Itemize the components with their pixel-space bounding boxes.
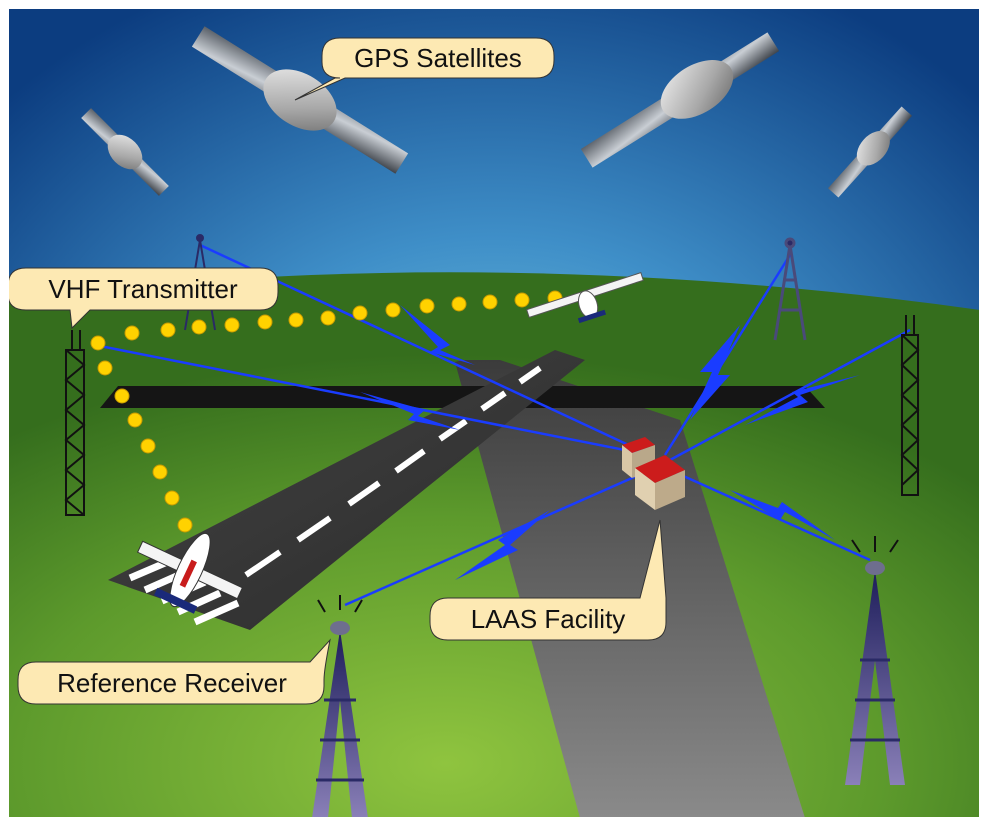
approach-dot [451, 296, 467, 312]
signal-links [94, 243, 911, 607]
signal-bolts [360, 305, 860, 580]
callout-reference-receiver-label: Reference Receiver [57, 668, 287, 698]
approach-dot [152, 464, 168, 480]
approach-dot [352, 305, 368, 321]
callout-reference-receiver: Reference Receiver [17, 638, 331, 705]
reference-receiver-tower [312, 595, 368, 818]
airplane-icon [526, 272, 644, 324]
satellite-icon [81, 108, 169, 196]
cross-runway [100, 386, 825, 408]
callout-vhf-transmitter-label: VHF Transmitter [48, 274, 238, 304]
approach-dot [114, 388, 130, 404]
approach-dot [419, 298, 435, 314]
approach-dot [257, 314, 273, 330]
approach-dot [224, 317, 240, 333]
callout-laas-facility: LAAS Facility [429, 519, 667, 641]
approach-dot [482, 294, 498, 310]
approach-dot [124, 325, 140, 341]
satellite-icon [580, 32, 780, 168]
taxiway [455, 360, 805, 818]
frame-border [7, 7, 981, 819]
approach-dot [160, 322, 176, 338]
building-icon [622, 437, 685, 510]
antenna-tower-icon [845, 536, 905, 785]
antenna-tower-icon [900, 315, 920, 496]
runway-centerline [244, 365, 542, 578]
approach-dot [90, 335, 106, 351]
approach-dot [127, 412, 143, 428]
callout-gps-satellites-label: GPS Satellites [354, 43, 522, 73]
vhf-transmitter-tower [64, 330, 86, 516]
approach-path [90, 290, 563, 533]
antenna-tower-icon [773, 237, 807, 341]
approach-dot [385, 302, 401, 318]
approach-dot [514, 292, 530, 308]
approach-dot [164, 490, 180, 506]
approach-dot [177, 517, 193, 533]
callout-laas-facility-label: LAAS Facility [471, 604, 626, 634]
approach-dot [191, 319, 207, 335]
approach-dot [140, 438, 156, 454]
approach-dot [320, 310, 336, 326]
approach-dot [288, 312, 304, 328]
airplane-icon [136, 532, 244, 614]
satellite-icon [191, 26, 409, 174]
callout-gps-satellites: GPS Satellites [294, 37, 555, 101]
approach-dot [97, 360, 113, 376]
main-runway [108, 350, 585, 630]
callout-vhf-transmitter: VHF Transmitter [7, 267, 279, 330]
satellite-icon [827, 106, 913, 198]
